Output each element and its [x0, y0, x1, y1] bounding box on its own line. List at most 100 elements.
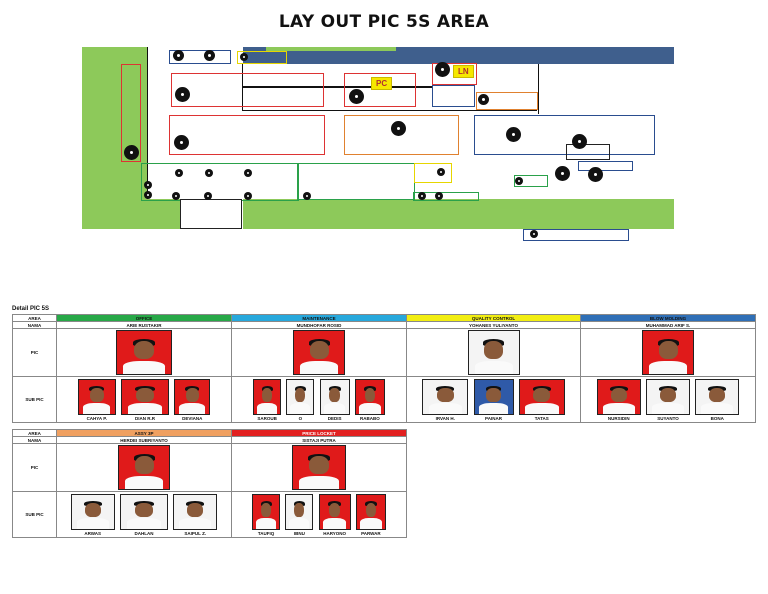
- pic-marker[interactable]: [303, 192, 311, 200]
- sub-pic-photo: [355, 493, 386, 530]
- navy-strip-top: [243, 47, 674, 64]
- area-header: ASSY 3P: [56, 429, 232, 437]
- pic-name: MUHAMMAD ARIF S.: [580, 321, 756, 329]
- pic-marker[interactable]: [435, 192, 443, 200]
- sub-pic-photo: [695, 378, 740, 415]
- area-box-red-ln: [432, 63, 477, 85]
- pic-photo: [292, 445, 346, 490]
- area-box-green-middle: [297, 163, 415, 200]
- green-area-left: [82, 47, 147, 229]
- green-area-bottom: [243, 199, 674, 229]
- sub-pic-name: NURSIDIN: [607, 415, 630, 421]
- sub-pic-name: BONA: [710, 415, 724, 421]
- sub-pic-name: PARWAR: [361, 530, 381, 536]
- pic-marker[interactable]: [391, 121, 406, 136]
- sub-pic-name: DAHLAN: [134, 530, 154, 536]
- sub-pic-photo: [120, 493, 168, 530]
- sub-pic-photo: [252, 493, 281, 530]
- pic-marker[interactable]: [205, 169, 213, 177]
- pic-marker[interactable]: [244, 169, 252, 177]
- pic-table-2: AREA ASSY 3P PRICE LOCKET NAMA HERDEI SU…: [12, 429, 407, 538]
- area-box-yellow-middle: [414, 163, 452, 183]
- area-header: BLOW MOLDING: [580, 314, 756, 322]
- pic-marker[interactable]: [530, 230, 538, 238]
- sub-pic-stray-char: O: [298, 415, 303, 421]
- area-box-black-bottom: [180, 199, 242, 229]
- area-box-green-left: [141, 163, 299, 201]
- pic-photo: [116, 330, 172, 375]
- area-box-blue-blow: [474, 115, 655, 155]
- pic-photo: [118, 445, 170, 490]
- detail-title: Detail PIC 5S: [12, 306, 50, 312]
- sub-pic-photo: [319, 378, 350, 415]
- area-box-blue-top: [169, 50, 231, 64]
- row-label-sub-pic: SUB PIC: [12, 376, 57, 423]
- area-box-yellow-top: [237, 51, 287, 64]
- sub-pic-photo: [318, 493, 351, 530]
- area-box-green-small: [413, 192, 479, 201]
- sub-pic-name: HARYONO: [323, 530, 347, 536]
- pic-marker[interactable]: [175, 87, 190, 102]
- area-box-orange-assy: [344, 115, 459, 155]
- pic-name: ARIE RUSTAKIR: [56, 321, 232, 329]
- area-box-red-middle: [169, 115, 325, 155]
- area-header: MAINTENANCE: [231, 314, 407, 322]
- sub-pic-name: RABABO: [360, 415, 380, 421]
- pic-marker[interactable]: [144, 181, 152, 189]
- row-label-sub-pic: SUB PIC: [12, 491, 57, 538]
- pic-marker[interactable]: [418, 192, 426, 200]
- sub-pic-name: TAUFIQ: [257, 530, 275, 536]
- page-title: LAY OUT PIC 5S AREA: [278, 12, 490, 32]
- pic-marker[interactable]: [175, 169, 183, 177]
- pic-marker[interactable]: [172, 192, 180, 200]
- pic-marker[interactable]: [478, 94, 489, 105]
- sub-pic-photo: [286, 378, 315, 415]
- pic-photo: [293, 330, 345, 375]
- pic-marker[interactable]: [506, 127, 521, 142]
- sub-pic-photo: [518, 378, 565, 415]
- pic-marker[interactable]: [174, 135, 189, 150]
- pic-marker[interactable]: [437, 168, 445, 176]
- row-label-area: AREA: [12, 314, 57, 322]
- sub-pic-name: PAINAR: [485, 415, 502, 421]
- area-box-green-right: [514, 175, 548, 187]
- area-header: OFFICE: [56, 314, 232, 322]
- pic-marker[interactable]: [204, 192, 212, 200]
- sub-pic-photo: [473, 378, 514, 415]
- sub-pic-name: DIAN R.R: [135, 415, 155, 421]
- pic-marker[interactable]: [588, 167, 603, 182]
- area-box-blue-arrow: [578, 161, 633, 171]
- pic-marker[interactable]: [204, 50, 215, 61]
- pic-marker[interactable]: [144, 191, 152, 199]
- sub-pic-name: SAROUB: [257, 415, 277, 421]
- sub-pic-photo: [596, 378, 641, 415]
- pic-marker[interactable]: [124, 145, 139, 160]
- sub-pic-photo: [121, 378, 169, 415]
- pic-marker[interactable]: [572, 134, 587, 149]
- pic-name: MUNDHOFAR ROSID: [231, 321, 407, 329]
- row-label-area: AREA: [12, 429, 57, 437]
- pic-marker[interactable]: [244, 192, 252, 200]
- sub-pic-name: ARWAS: [84, 530, 102, 536]
- sub-pic-photo: [70, 493, 115, 530]
- area-header: PRICE LOCKET: [231, 429, 407, 437]
- ln-tag: LN: [453, 65, 474, 78]
- pic-marker[interactable]: [349, 89, 364, 104]
- sub-pic-name: DEVIANA: [182, 415, 203, 421]
- pic-marker[interactable]: [173, 50, 184, 61]
- pic-marker[interactable]: [435, 62, 450, 77]
- pic-marker[interactable]: [555, 166, 570, 181]
- sub-pic-name: SAIPUL Z.: [184, 530, 207, 536]
- area-box-blue-small: [432, 85, 475, 107]
- area-box-blue-bottom: [523, 229, 629, 241]
- sub-pic-photo: [174, 378, 211, 415]
- sub-pic-photo: [253, 378, 282, 415]
- pic-name: YOHANES YULIYANTO: [406, 321, 581, 329]
- area-box-orange-small: [476, 92, 538, 110]
- sub-pic-name: IBNU: [293, 530, 305, 536]
- sub-pic-name: TATAS: [534, 415, 549, 421]
- pic-marker[interactable]: [240, 53, 248, 61]
- area-box-black-small: [566, 144, 610, 160]
- pic-marker[interactable]: [515, 177, 523, 185]
- sub-pic-name: SUYANTO: [657, 415, 679, 421]
